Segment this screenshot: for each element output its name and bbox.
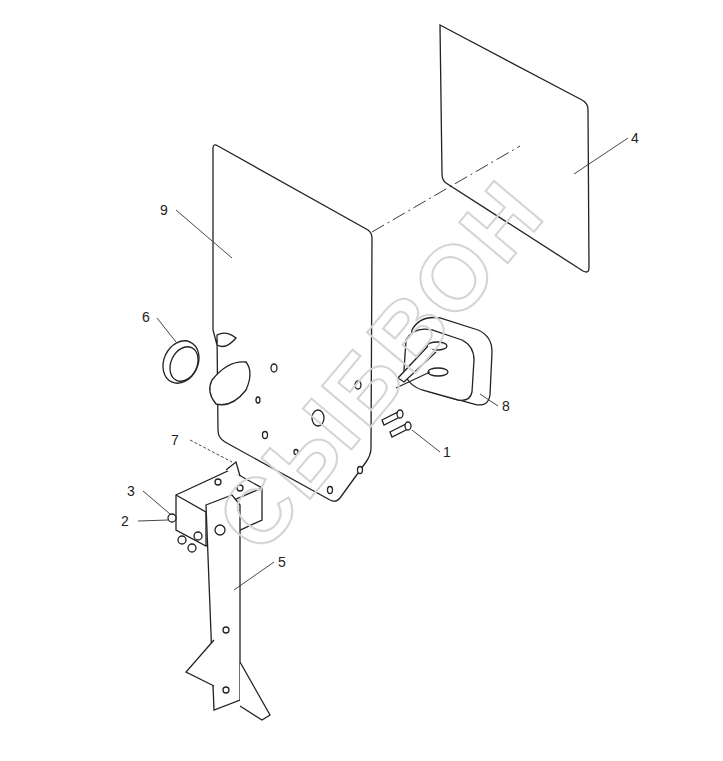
callout-number: 3 — [127, 484, 135, 498]
mirror-glass — [156, 335, 205, 389]
callout-number: 2 — [121, 514, 129, 528]
callout-number: 1 — [443, 445, 451, 459]
callout-number: 8 — [502, 399, 510, 413]
callout-number: 7 — [171, 433, 179, 447]
leader-line — [138, 138, 628, 590]
callout-number: 9 — [160, 203, 168, 217]
grommet — [210, 362, 250, 405]
callout-number: 6 — [142, 310, 150, 324]
callout-number: 4 — [631, 131, 639, 145]
